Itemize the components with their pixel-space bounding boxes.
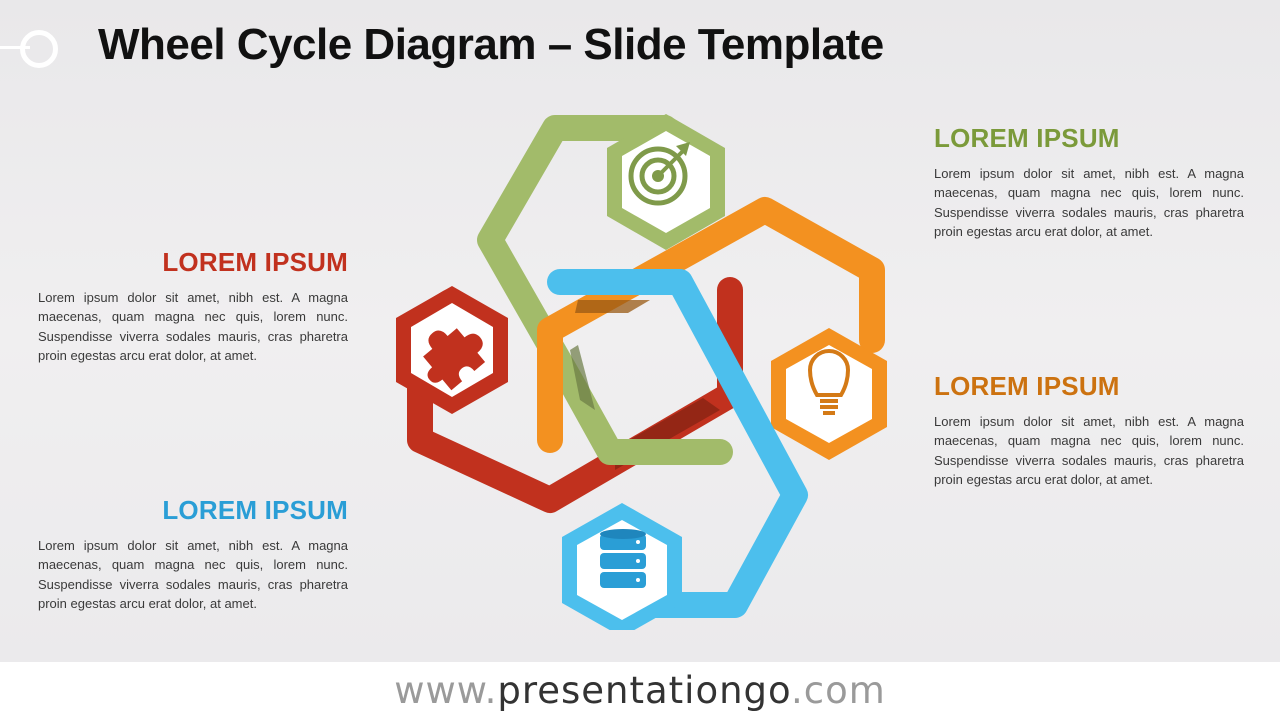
footer-suffix: .com bbox=[791, 669, 886, 712]
green-segment bbox=[477, 114, 733, 465]
footer-prefix: www. bbox=[394, 669, 498, 712]
page-title: Wheel Cycle Diagram – Slide Template bbox=[98, 20, 884, 69]
text-block-blue: LOREM IPSUM Lorem ipsum dolor sit amet, … bbox=[38, 494, 348, 613]
wheel-cycle-diagram bbox=[396, 114, 887, 630]
pin-line bbox=[0, 46, 30, 49]
pin-ring-icon bbox=[20, 30, 58, 68]
footer-website: www.presentationgo.com bbox=[0, 662, 1280, 720]
slide: Wheel Cycle Diagram – Slide Template LOR… bbox=[0, 0, 1280, 662]
block-text-red: Lorem ipsum dolor sit amet, nibh est. A … bbox=[38, 290, 348, 363]
block-heading-orange: LOREM IPSUM bbox=[934, 371, 1120, 401]
target-icon bbox=[628, 142, 690, 206]
block-text-orange: Lorem ipsum dolor sit amet, nibh est. A … bbox=[934, 414, 1244, 487]
text-block-green: LOREM IPSUM Lorem ipsum dolor sit amet, … bbox=[934, 122, 1244, 241]
block-text-blue: Lorem ipsum dolor sit amet, nibh est. A … bbox=[38, 538, 348, 611]
footer-brand: presentationgo bbox=[497, 669, 792, 712]
database-icon bbox=[600, 529, 646, 588]
lightbulb-icon bbox=[807, 349, 851, 415]
block-heading-red: LOREM IPSUM bbox=[162, 247, 348, 277]
puzzle-icon bbox=[423, 328, 486, 391]
text-block-orange: LOREM IPSUM Lorem ipsum dolor sit amet, … bbox=[934, 370, 1244, 489]
text-block-red: LOREM IPSUM Lorem ipsum dolor sit amet, … bbox=[38, 246, 348, 365]
block-text-green: Lorem ipsum dolor sit amet, nibh est. A … bbox=[934, 166, 1244, 239]
block-heading-blue: LOREM IPSUM bbox=[162, 495, 348, 525]
block-heading-green: LOREM IPSUM bbox=[934, 123, 1120, 153]
